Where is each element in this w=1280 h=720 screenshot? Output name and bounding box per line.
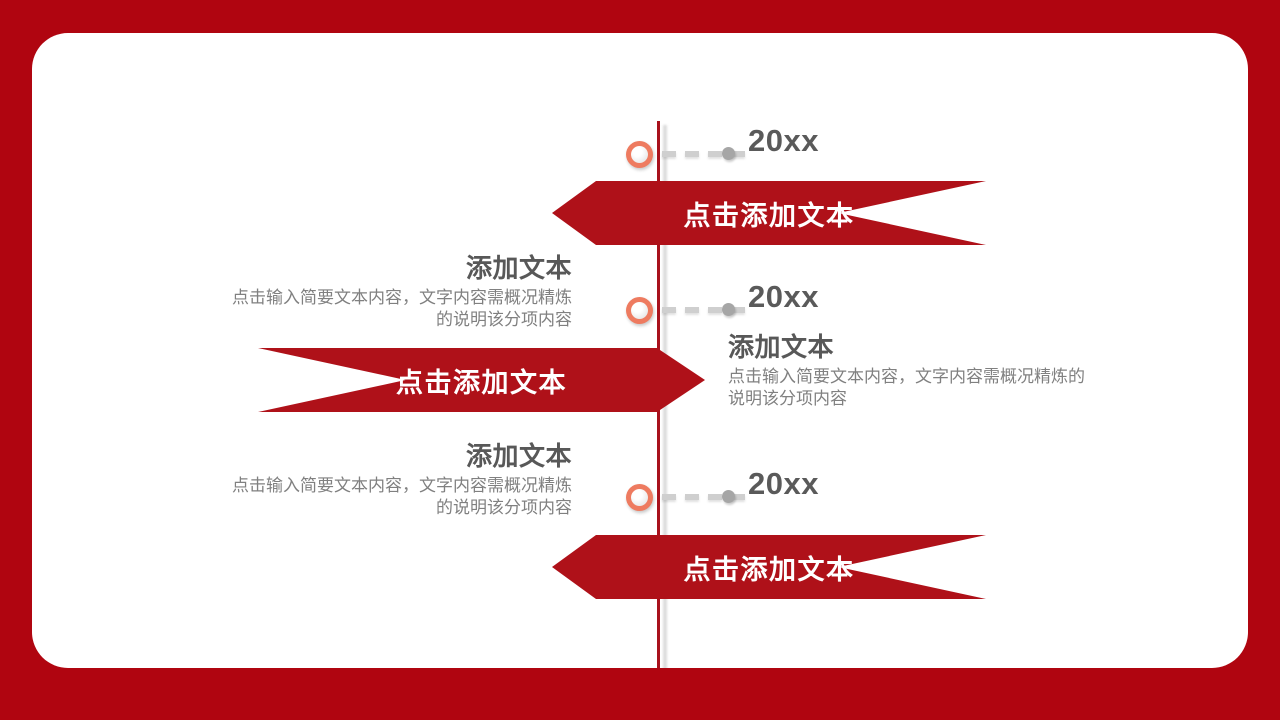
milestone-banner-2[interactable]: 点击添加文本 xyxy=(258,348,705,412)
timeline-connector-3 xyxy=(662,494,754,500)
left-text-heading-lower: 添加文本 xyxy=(465,441,572,471)
timeline-node-marker-2[interactable] xyxy=(626,297,653,324)
connector-end-dot-2 xyxy=(722,303,735,316)
connector-end-dot-1 xyxy=(722,147,735,160)
milestone-banner-label-1: 点击添加文本 xyxy=(683,200,855,231)
milestone-banner-label-2: 点击添加文本 xyxy=(396,367,567,398)
left-text-heading-upper: 添加文本 xyxy=(465,253,572,283)
milestone-year-1: 20xx xyxy=(748,123,819,158)
milestone-year-3: 20xx xyxy=(748,466,819,501)
connector-end-dot-3 xyxy=(722,490,735,503)
milestone-year-2: 20xx xyxy=(748,279,819,314)
right-text-body: 点击输入简要文本内容，文字内容需概况精炼的说明该分项内容 xyxy=(728,367,1085,409)
right-text-block: 添加文本 点击输入简要文本内容，文字内容需概况精炼的说明该分项内容 xyxy=(728,327,1088,411)
left-text-block-lower: 添加文本 点击输入简要文本内容，文字内容需概况精炼的说明该分项内容 xyxy=(222,436,572,520)
milestone-banner-1[interactable]: 点击添加文本 xyxy=(552,181,986,245)
connector-dash xyxy=(662,307,676,313)
connector-dash xyxy=(685,307,699,313)
timeline-connector-2 xyxy=(662,307,754,313)
connector-dash xyxy=(662,151,676,157)
connector-dash xyxy=(731,494,745,500)
connector-dash xyxy=(685,494,699,500)
milestone-banner-label-3: 点击添加文本 xyxy=(683,554,855,585)
connector-dash xyxy=(731,307,745,313)
milestone-banner-3[interactable]: 点击添加文本 xyxy=(552,535,986,599)
connector-dash xyxy=(708,151,722,157)
connector-dash xyxy=(731,151,745,157)
left-text-body-lower: 点击输入简要文本内容，文字内容需概况精炼的说明该分项内容 xyxy=(232,476,572,518)
right-text-heading: 添加文本 xyxy=(728,332,835,362)
slide-canvas: 20xx 点击添加文本 添加文本 点击输入简要文本内容，文字内容需概况精炼的说明… xyxy=(32,33,1248,668)
timeline-node-marker-3[interactable] xyxy=(626,484,653,511)
left-text-body-upper: 点击输入简要文本内容，文字内容需概况精炼的说明该分项内容 xyxy=(232,288,572,330)
timeline-connector-1 xyxy=(662,151,754,157)
connector-dash xyxy=(708,307,722,313)
connector-dash xyxy=(708,494,722,500)
timeline-node-marker-1[interactable] xyxy=(626,141,653,168)
left-text-block-upper: 添加文本 点击输入简要文本内容，文字内容需概况精炼的说明该分项内容 xyxy=(222,248,572,332)
connector-dash xyxy=(662,494,676,500)
connector-dash xyxy=(685,151,699,157)
